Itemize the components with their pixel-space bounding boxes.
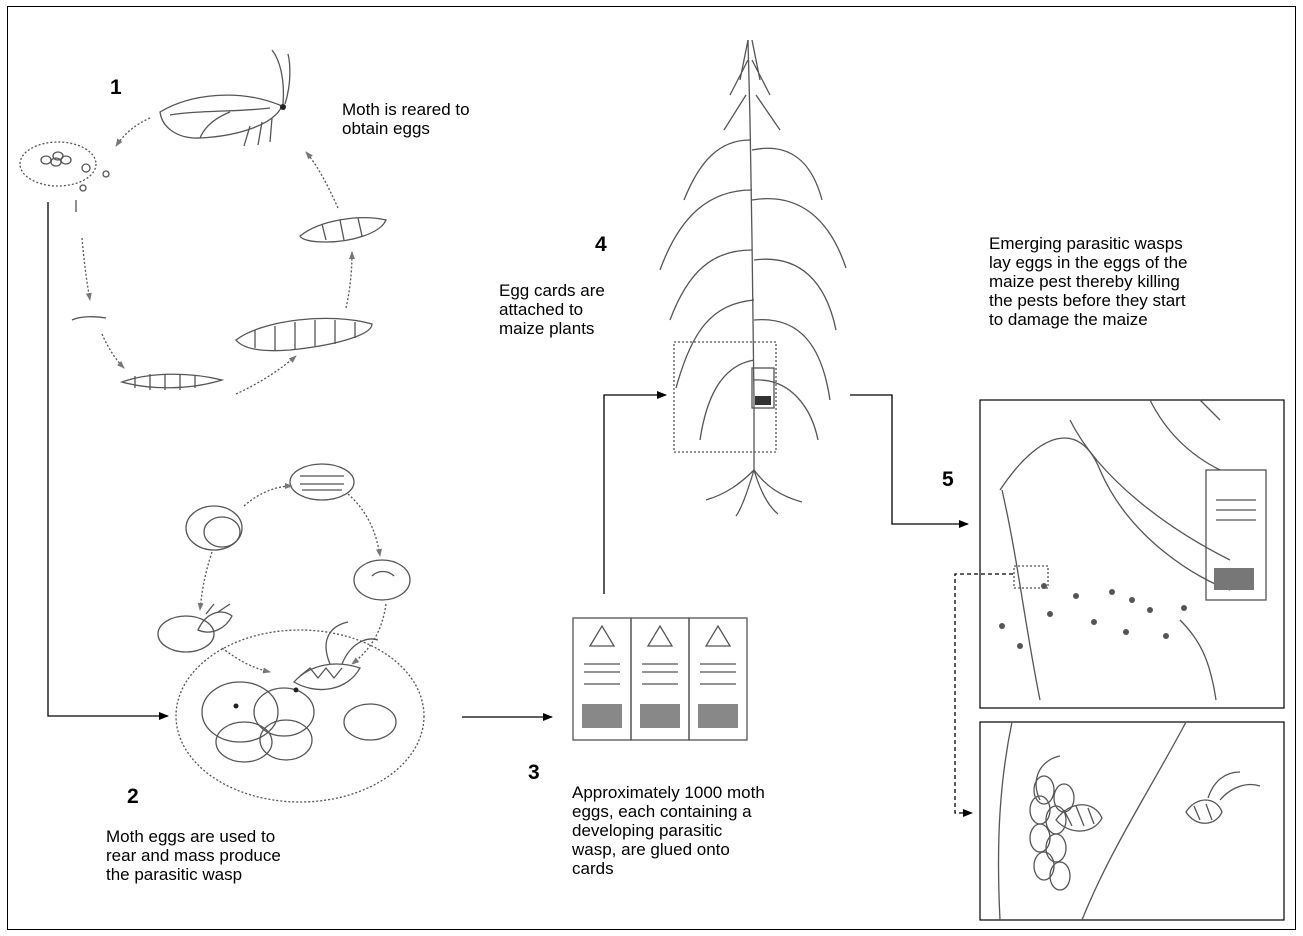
adult-moth-icon bbox=[160, 50, 290, 146]
wasp-flying-icon bbox=[1186, 772, 1260, 823]
wasp-closeup-scene bbox=[999, 722, 1261, 920]
egg-with-emerging-wasp-icon bbox=[158, 616, 214, 652]
arrow-3-to-4 bbox=[604, 395, 666, 594]
egg-cards-icon bbox=[573, 618, 747, 740]
egg-with-stage-icon bbox=[354, 560, 410, 600]
arrow-1-to-2 bbox=[48, 202, 168, 716]
field-panel-top bbox=[980, 400, 1284, 708]
moth-eggs-icon bbox=[20, 142, 109, 191]
egg-with-pupa-icon bbox=[290, 464, 354, 500]
wasp-life-cycle bbox=[158, 464, 424, 802]
larva-tiny-icon bbox=[72, 317, 106, 320]
zoom-detail-arrow bbox=[955, 574, 1013, 813]
pupa-icon bbox=[300, 218, 386, 242]
larva-large-icon bbox=[236, 318, 372, 350]
arrow-4-to-5 bbox=[850, 395, 968, 524]
leaf-and-wasps-scene bbox=[999, 400, 1266, 700]
wasp-on-eggs-icon bbox=[294, 622, 378, 690]
field-panel-bottom bbox=[980, 722, 1284, 920]
parasitized-eggs-circle bbox=[176, 630, 424, 802]
larva-small-icon bbox=[122, 374, 222, 390]
moth-life-cycle bbox=[20, 50, 386, 394]
maize-plant-icon bbox=[660, 40, 846, 516]
